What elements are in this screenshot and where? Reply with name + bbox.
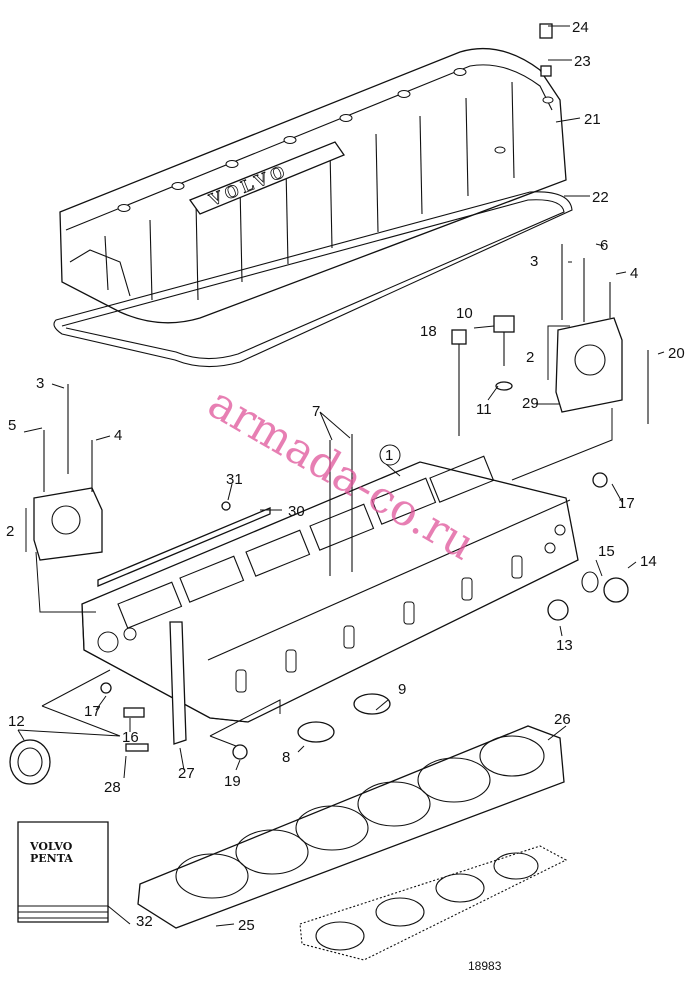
- callout-3: 3: [36, 375, 44, 392]
- cylinder-head: [81, 455, 579, 723]
- small-parts: [9, 472, 629, 785]
- callout-15: 15: [598, 543, 615, 560]
- service-manual: VOLVO PENTA: [17, 821, 109, 923]
- leader-lines: [17, 25, 665, 927]
- callout-17b: 17: [84, 703, 101, 720]
- callout-26: 26: [554, 711, 571, 728]
- callout-19: 19: [224, 773, 241, 790]
- callout-2b: 2: [526, 349, 534, 366]
- callout-10: 10: [456, 305, 473, 322]
- callout-28: 28: [104, 779, 121, 796]
- callout-22: 22: [592, 189, 609, 206]
- figure-number: 18983: [468, 959, 502, 973]
- head-gasket-overlay: [299, 845, 568, 961]
- callout-17: 17: [618, 495, 635, 512]
- callout-21: 21: [584, 111, 601, 128]
- callout-1: 1: [385, 447, 393, 464]
- callout-16: 16: [122, 729, 139, 746]
- callout-29: 29: [522, 395, 539, 412]
- callout-31: 31: [226, 471, 243, 488]
- valve-cover: VOLVO: [59, 47, 567, 324]
- manual-brand-line1: VOLVO: [29, 840, 73, 853]
- callout-2: 2: [6, 523, 14, 540]
- manual-brand-line2: PENTA: [30, 852, 73, 865]
- callout-27: 27: [178, 765, 195, 782]
- valve-cover-gasket: [53, 191, 573, 368]
- callout-18: 18: [420, 323, 437, 340]
- callout-32: 32: [136, 913, 153, 930]
- callout-5: 5: [8, 417, 16, 434]
- callout-24: 24: [572, 19, 589, 36]
- callout-4b: 4: [630, 265, 638, 282]
- callout-12: 12: [8, 713, 25, 730]
- callout-20: 20: [668, 345, 685, 362]
- callout-30: 30: [288, 503, 305, 520]
- callout-23: 23: [574, 53, 591, 70]
- callout-7: 7: [312, 403, 320, 420]
- bearing-cap-left: [33, 487, 103, 561]
- callout-6: 6: [600, 237, 608, 254]
- callout-9: 9: [398, 681, 406, 698]
- callout-4: 4: [114, 427, 122, 444]
- head-gasket: [137, 725, 565, 929]
- callout-25: 25: [238, 917, 255, 934]
- bolts: [43, 23, 649, 576]
- callout-3b: 3: [530, 253, 538, 270]
- bearing-cap-right: [555, 317, 623, 413]
- callout-8: 8: [282, 749, 290, 766]
- callout-labels: 1 2 2 3 3 4 4 5 6 7 8 9 10 11 12 13 14 1…: [6, 19, 685, 934]
- callout-11: 11: [476, 401, 492, 418]
- callout-14: 14: [640, 553, 657, 570]
- callout-13: 13: [556, 637, 573, 654]
